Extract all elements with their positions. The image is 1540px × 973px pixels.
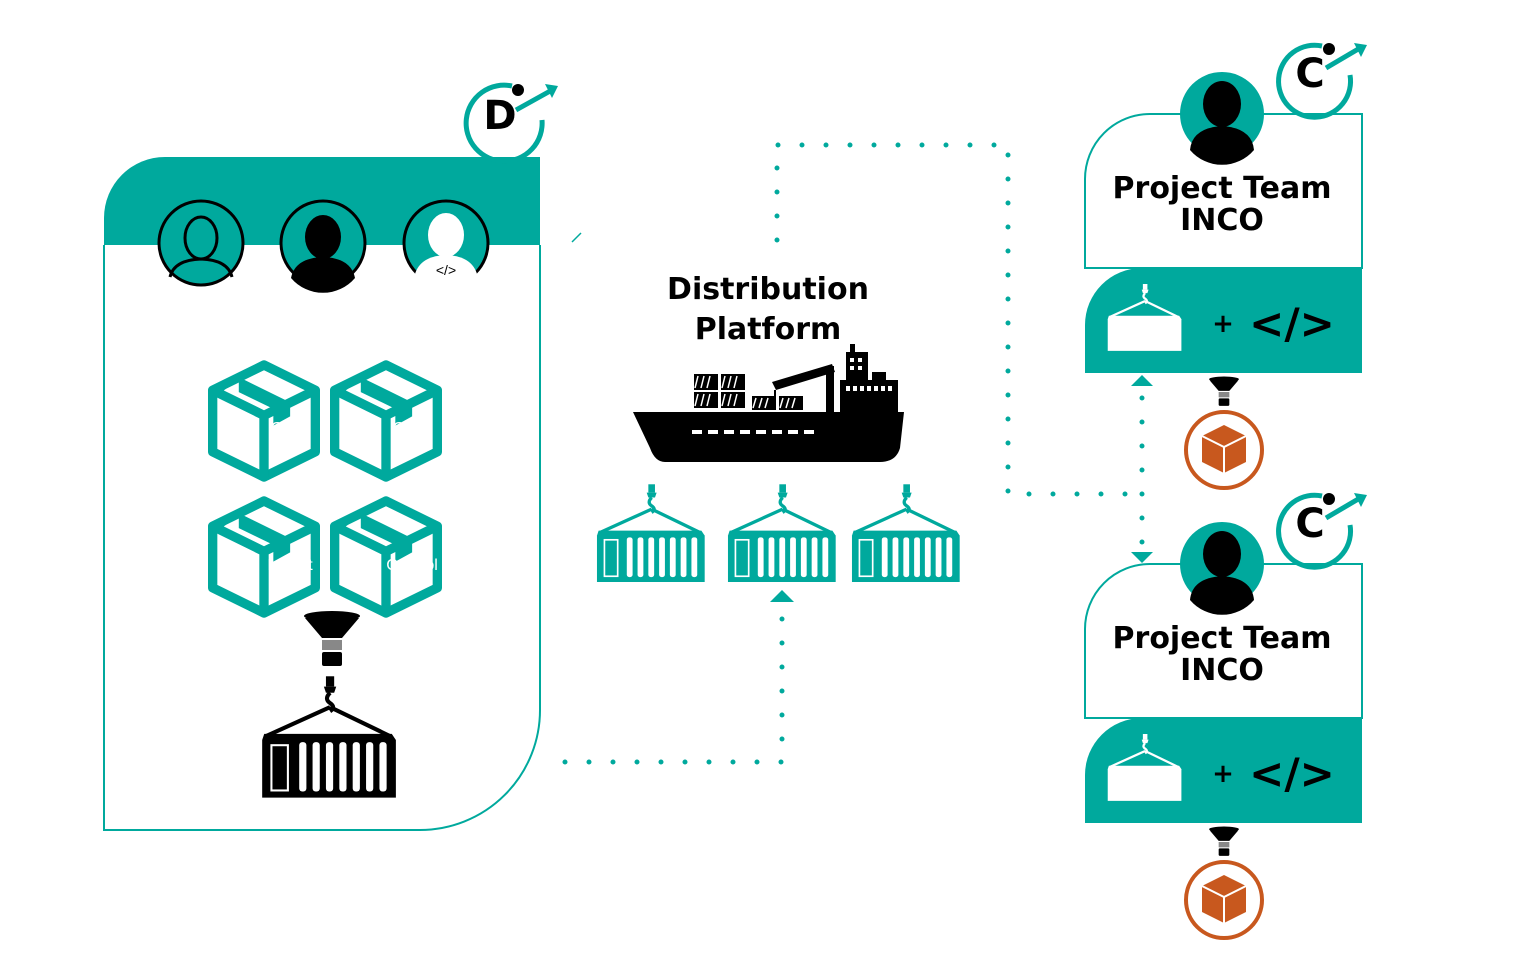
dotted-connectors xyxy=(562,142,1145,765)
developer-badge: D xyxy=(463,82,558,164)
package-code-b: Code B xyxy=(335,365,438,477)
package-label: A xyxy=(285,439,296,456)
arrow-up-icon xyxy=(770,590,794,602)
package-output-icon xyxy=(1184,860,1264,940)
funnel-icon xyxy=(304,611,360,666)
developer-code-icon: </> xyxy=(436,262,456,278)
contributor-badge-letter: C xyxy=(1295,501,1324,547)
code-icon: </> xyxy=(1249,299,1335,348)
distribution-platform: Distribution Platform xyxy=(595,272,962,584)
funnel-icon xyxy=(1209,376,1239,406)
project-team-card: C Project Team INCO + </> xyxy=(1084,42,1367,490)
connector-dev-to-platform xyxy=(562,607,785,765)
arrow-up-icon xyxy=(1131,375,1153,386)
container-icon xyxy=(726,484,838,584)
package-label: Import xyxy=(267,557,313,574)
package-label: Code xyxy=(271,420,309,437)
plus-sign: + xyxy=(1212,759,1234,789)
developer-panel-border xyxy=(103,245,541,831)
container-icon xyxy=(595,484,707,584)
funnel-icon xyxy=(1209,826,1239,856)
avatar-user-solid xyxy=(279,199,367,293)
package-import-c: Import c xyxy=(213,501,316,613)
team-avatar xyxy=(1180,522,1264,615)
platform-title-line2: Platform xyxy=(695,312,842,347)
arrow-down-icon xyxy=(1131,552,1153,563)
package-output-icon xyxy=(1184,410,1264,490)
container-icon xyxy=(850,484,962,584)
team-title-line2: INCO xyxy=(1180,203,1264,238)
package-label: c xyxy=(286,576,294,593)
package-control-d: Control D xyxy=(335,501,438,613)
team-title-line2: INCO xyxy=(1180,653,1264,688)
contributor-badge-letter: C xyxy=(1295,51,1324,97)
connector-platform-to-teams xyxy=(774,142,1143,497)
project-team-card: C Project Team INCO + </> xyxy=(1084,492,1367,940)
contributor-badge: C xyxy=(1276,42,1367,120)
package-label: D xyxy=(406,576,418,593)
cargo-ship-icon xyxy=(633,344,904,462)
developer-badge-letter: D xyxy=(483,93,516,139)
contributor-badge: C xyxy=(1276,492,1367,570)
package-label: B xyxy=(407,439,418,456)
avatar-user-outline xyxy=(157,199,245,287)
stray-mark xyxy=(571,232,582,243)
team-avatar xyxy=(1180,72,1264,165)
developer-panel: D </> Code A Code B xyxy=(103,82,558,831)
platform-title-line1: Distribution xyxy=(667,272,869,307)
plus-sign: + xyxy=(1212,309,1234,339)
code-icon: </> xyxy=(1249,749,1335,798)
package-label: Control xyxy=(386,557,438,574)
avatar-developer: </> xyxy=(402,199,490,293)
package-code-a: Code A xyxy=(213,365,316,477)
container-crane-icon xyxy=(262,676,396,797)
team-title-line1: Project Team xyxy=(1113,171,1332,206)
team-title-line1: Project Team xyxy=(1113,621,1332,656)
package-label: Code xyxy=(393,420,431,437)
